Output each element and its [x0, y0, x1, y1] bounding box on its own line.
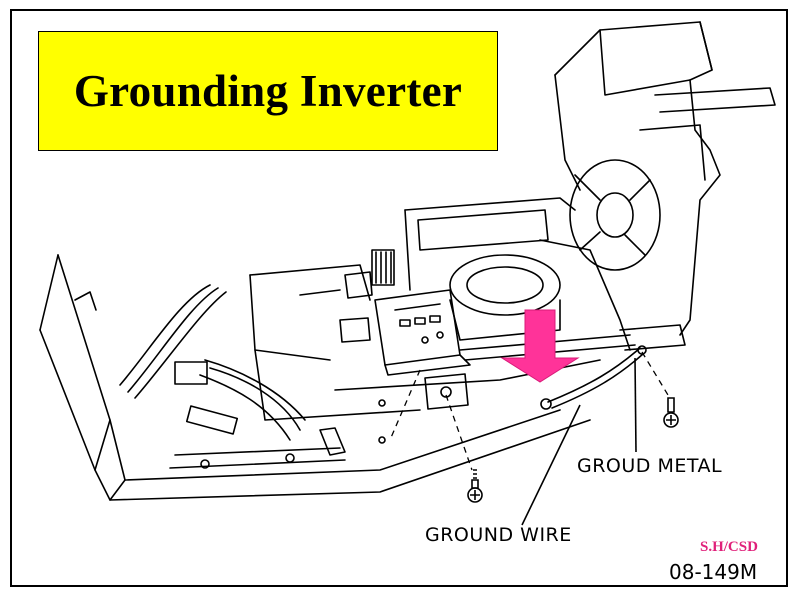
screw-bottom [467, 469, 483, 503]
figure-code: 08-149M [669, 560, 758, 584]
ground-wire-leader [521, 404, 581, 526]
guide-line-bottom-screw [445, 394, 473, 471]
screw-hole [378, 436, 386, 444]
housing [404, 197, 636, 361]
fan [569, 159, 661, 271]
wire-harness [119, 284, 346, 456]
guide-line-bracket [389, 369, 421, 441]
guide-line-right-screw [641, 351, 669, 396]
page-title: Grounding Inverter [73, 66, 463, 116]
title-box: Grounding Inverter [38, 31, 498, 151]
chassis-plate [39, 254, 591, 501]
inverter-board [339, 271, 471, 376]
ground-arrow [500, 309, 580, 383]
back-panel [249, 264, 601, 421]
ground-wire-drawing [540, 345, 647, 410]
ground-metal-label: GROUD METAL [577, 455, 723, 477]
screw-right [663, 397, 679, 428]
ground-metal-leader [634, 357, 637, 453]
credit-text: S.H/CSD [700, 539, 758, 555]
ground-wire-label: GROUND WIRE [425, 524, 572, 546]
screw-hole [378, 399, 386, 407]
transformer [371, 249, 561, 341]
fan-duct [554, 21, 776, 351]
bracket [424, 373, 469, 410]
